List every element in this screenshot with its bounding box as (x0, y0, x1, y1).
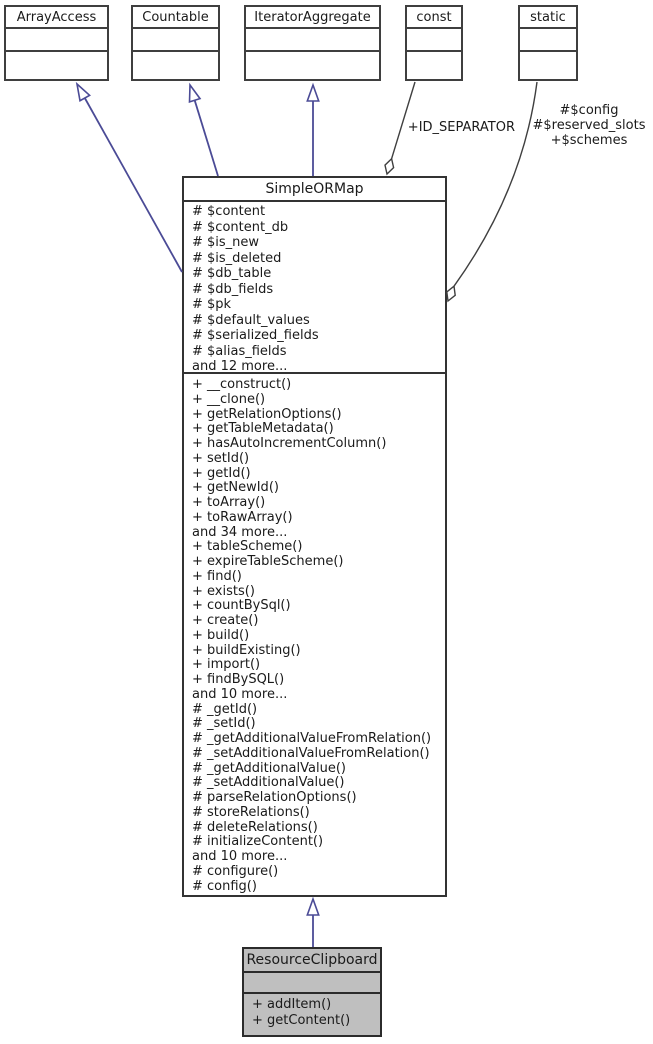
method-line: and 10 more... (192, 686, 288, 702)
method-line: + find() (192, 568, 242, 584)
method-line: # _setAdditionalValueFromRelation() (192, 745, 430, 761)
method-line: # deleteRelations() (192, 819, 318, 835)
class-box-const[interactable]: const (405, 5, 463, 81)
inheritance-arrowhead-icon (306, 896, 320, 916)
aggregation-label-id-separator: +ID_SEPARATOR (407, 120, 515, 135)
attribute-line: # $content (192, 204, 266, 219)
attribute-line: # $is_deleted (192, 250, 282, 266)
method-line: # config() (192, 878, 257, 894)
method-line: and 10 more... (192, 849, 288, 864)
inheritance-arrowhead-icon (75, 81, 91, 102)
method-line: # _getAdditionalValue() (192, 760, 346, 776)
method-line: + getContent() (252, 1012, 351, 1028)
method-line: # storeRelations() (192, 804, 310, 820)
class-box-static[interactable]: static (518, 5, 578, 81)
method-line: + tableScheme() (192, 539, 303, 555)
method-line: + countBySql() (192, 598, 291, 614)
attribute-line: # $content_db (192, 219, 289, 235)
empty-attributes-compartment (6, 29, 107, 52)
class-title: ResourceClipboard (244, 949, 380, 973)
attribute-line: # $is_new (192, 235, 260, 250)
attribute-line: # $alias_fields (192, 343, 287, 359)
inheritance-arrowhead-icon (188, 82, 202, 104)
attribute-line: # $default_values (192, 312, 310, 328)
class-box-countable[interactable]: Countable (131, 5, 220, 81)
label-line: #$reserved_slots (532, 118, 646, 133)
aggregation-diamond-icon (384, 157, 395, 176)
aggregation-diamond-icon (446, 284, 456, 303)
method-line: + __construct() (192, 377, 292, 392)
method-line: + import() (192, 657, 261, 673)
method-line: and 34 more... (192, 524, 288, 540)
empty-methods-compartment (246, 52, 379, 75)
method-line: + buildExisting() (192, 642, 301, 658)
method-line: # _getAdditionalValueFromRelation() (192, 731, 432, 746)
class-title: ArrayAccess (6, 7, 107, 29)
attribute-line: # $db_fields (192, 281, 274, 297)
empty-methods-compartment (407, 52, 461, 75)
class-title: const (407, 7, 461, 29)
method-line: + hasAutoIncrementColumn() (192, 436, 387, 451)
class-title: static (520, 7, 576, 29)
method-line: # initializeContent() (192, 834, 324, 850)
method-line: + getRelationOptions() (192, 406, 342, 422)
class-box-arrayaccess[interactable]: ArrayAccess (4, 5, 109, 81)
empty-attributes-compartment (246, 29, 379, 52)
class-title: Countable (133, 7, 218, 29)
empty-attributes-compartment (244, 973, 380, 994)
method-line: + addItem() (252, 997, 332, 1012)
class-box-simpleormap[interactable]: SimpleORMap # $content# $content_db# $is… (182, 176, 447, 897)
empty-methods-compartment (520, 52, 576, 75)
inheritance-edge-countable (193, 100, 219, 177)
method-line: + expireTableScheme() (192, 554, 344, 569)
label-line: #$config (559, 103, 619, 118)
inheritance-arrowhead-icon (306, 82, 320, 102)
method-line: + create() (192, 613, 259, 628)
method-line: + findBySQL() (192, 672, 285, 687)
method-line: # _getId() (192, 701, 258, 717)
inheritance-edge-arrayaccess (84, 97, 183, 273)
method-line: + setId() (192, 450, 250, 466)
class-box-resourceclipboard[interactable]: ResourceClipboard + addItem()+ getConten… (242, 947, 382, 1037)
method-line: + getId() (192, 465, 251, 481)
class-title: SimpleORMap (184, 178, 445, 202)
label-line: +$schemes (550, 133, 628, 148)
attribute-line: and 12 more... (192, 359, 288, 374)
method-line: # _setAdditionalValue() (192, 775, 345, 791)
empty-attributes-compartment (407, 29, 461, 52)
methods-compartment: + addItem()+ getContent() (244, 994, 380, 1028)
method-line: + toArray() (192, 495, 266, 510)
method-line: + __clone() (192, 391, 266, 407)
attribute-line: # $pk (192, 297, 232, 312)
method-line: + getNewId() (192, 480, 279, 496)
empty-methods-compartment (6, 52, 107, 75)
empty-attributes-compartment (133, 29, 218, 52)
method-line: + toRawArray() (192, 509, 293, 525)
attribute-line: # $db_table (192, 266, 272, 281)
method-line: # parseRelationOptions() (192, 790, 357, 805)
method-line: + exists() (192, 583, 255, 599)
method-line: + build() (192, 627, 250, 643)
aggregation-label-static-members: #$config#$reserved_slots+$schemes (525, 103, 653, 148)
method-line: + getTableMetadata() (192, 421, 334, 437)
attributes-compartment: # $content# $content_db# $is_new# $is_de… (184, 202, 445, 374)
class-box-iteratoraggregate[interactable]: IteratorAggregate (244, 5, 381, 81)
method-line: # configure() (192, 863, 279, 879)
attribute-line: # $serialized_fields (192, 328, 319, 343)
empty-attributes-compartment (520, 29, 576, 52)
empty-methods-compartment (133, 52, 218, 75)
class-title: IteratorAggregate (246, 7, 379, 29)
methods-compartment: + __construct()+ __clone()+ getRelationO… (184, 374, 445, 894)
method-line: # _setId() (192, 716, 256, 732)
